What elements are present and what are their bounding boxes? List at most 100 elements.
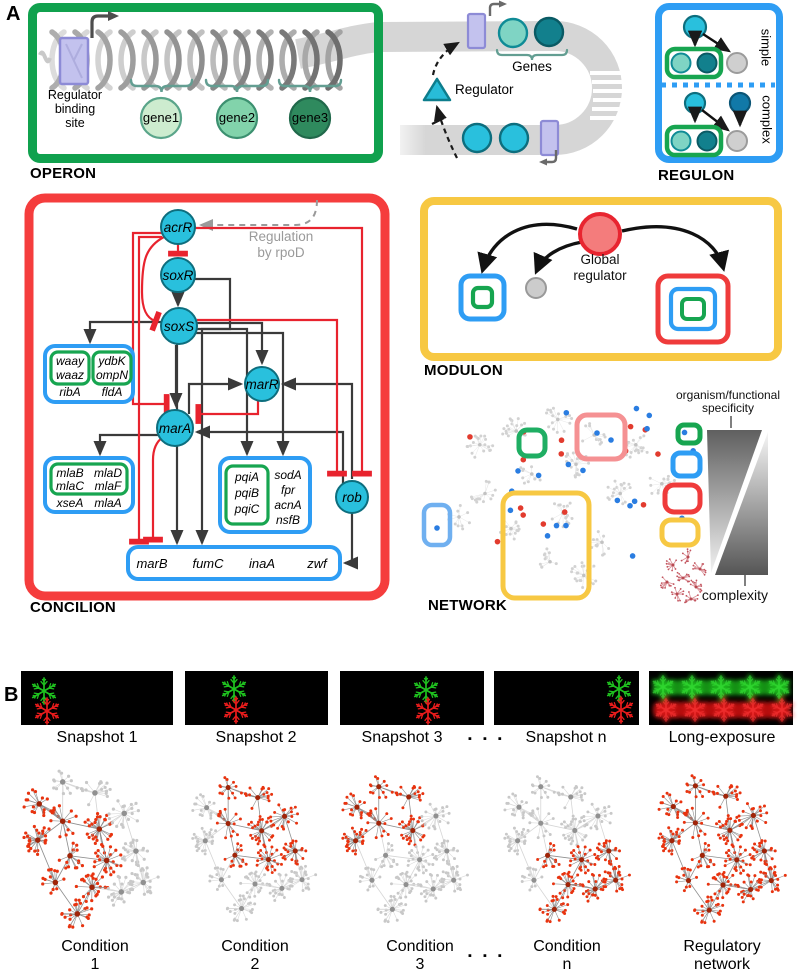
panel-a-letter: A — [6, 3, 21, 25]
gene-mlaA: mlaA — [94, 496, 121, 510]
gene2-label: gene2 — [219, 110, 255, 125]
regulon-regulator-complex-2 — [728, 91, 752, 115]
regulon-simple-label: simple — [758, 28, 774, 67]
modulon-nested-operon — [680, 297, 706, 321]
regulon-box — [655, 3, 783, 163]
node-marA-label: marA — [159, 421, 191, 436]
regulatory-network-graph — [657, 774, 787, 925]
snapshot-3-image — [340, 671, 484, 725]
gene-marB: marB — [136, 556, 167, 571]
snapshot-1-label: Snapshot 1 — [56, 729, 138, 746]
snapshot-n-image — [494, 671, 639, 725]
network-regulon-outline — [421, 502, 453, 548]
regulon-operon-box-complex — [664, 124, 724, 158]
modulon-operon-box — [470, 285, 495, 310]
regulon-gene-light-2 — [670, 130, 692, 152]
chrom-gene-cyan1 — [461, 122, 493, 154]
top-strip-icons: gene1 gene2 gene3 — [58, 0, 775, 166]
regulator-triangle — [422, 77, 452, 102]
gene-braces — [129, 48, 569, 93]
long-exposure-label: Long-exposure — [668, 729, 776, 746]
modulon-border — [420, 197, 782, 361]
gene-ompN: ompN — [96, 368, 128, 382]
rpod-dashed-arrow — [199, 199, 318, 231]
binding-site-mark — [65, 43, 83, 79]
condition-2-graph — [191, 776, 318, 923]
legend-modulon-box — [659, 517, 701, 548]
node-rob — [335, 480, 369, 514]
regulon-operon-box-simple — [664, 46, 724, 80]
legend-bottom-label: complexity — [702, 587, 768, 603]
legend-network-flowers — [659, 548, 707, 604]
node-marR — [244, 366, 280, 402]
band-hatch — [590, 71, 627, 120]
gene-zwf: zwf — [306, 556, 328, 571]
gene-pqiA: pqiA — [234, 470, 259, 484]
concilion-border — [24, 193, 390, 601]
rpod-note-2: by rpoD — [257, 245, 305, 260]
snapshot-ellipsis: ▪ ▪ ▪ — [468, 733, 506, 745]
promoter-arrowhead — [108, 11, 119, 21]
band-fade — [388, 118, 426, 160]
node-soxR-label: soxR — [163, 268, 194, 283]
regulon-internals — [661, 14, 775, 158]
chromosome-promoter-bottom — [547, 150, 558, 164]
node-acrR-label: acrR — [164, 220, 193, 235]
gene-mlaC: mlaC — [56, 479, 84, 493]
legend-top-label-1: organism/functional — [676, 388, 780, 402]
gene-inaA: inaA — [249, 556, 275, 571]
gene-fumC: fumC — [192, 556, 224, 571]
gene2-circle — [215, 96, 259, 140]
regulon-title: REGULON — [658, 167, 735, 184]
modulon-concilion-box — [655, 273, 731, 345]
gene-waay: waay — [56, 354, 85, 368]
snapshot-1-image — [21, 671, 173, 725]
genes-label: Genes — [512, 59, 552, 74]
regulon-complex-label: complex — [759, 95, 775, 144]
gene-sodA: sodA — [274, 468, 301, 482]
promoter-arrow — [90, 14, 108, 38]
gene1-label: gene1 — [143, 110, 179, 125]
regulator-label: Regulator — [455, 82, 514, 97]
gene-xseA: xseA — [56, 496, 84, 510]
regulon-gene-light-1 — [670, 52, 692, 74]
gene-nsfB: nsfB — [276, 513, 300, 527]
regulon-gene-dark-2 — [696, 130, 718, 152]
regulon-gene-dark-1 — [696, 52, 718, 74]
complexity-triangle — [715, 432, 768, 575]
node-soxS — [160, 307, 198, 345]
gene-to-regulator-arrow — [434, 104, 458, 159]
gene-ribA: ribA — [59, 385, 80, 399]
chromosome-promoter-top-head — [499, 0, 507, 8]
chromosome-promoter-top — [488, 2, 499, 16]
snapshot-2-image — [185, 671, 328, 725]
target-gene-boxes: waay waaz ydbK ompN ribA fldA mlaB mlaD … — [43, 344, 342, 581]
gene-fpr: fpr — [281, 483, 296, 497]
node-marA — [156, 409, 194, 447]
modulon-nested-regulon — [668, 286, 718, 332]
node-soxS-label: soxS — [164, 319, 194, 334]
operon-title: OPERON — [30, 165, 97, 182]
legend-top-label-2: specificity — [702, 401, 754, 415]
concilion-panel: Regulation by rpoD — [24, 193, 390, 601]
condition-1-graph — [22, 769, 160, 929]
modulon-title: MODULON — [424, 362, 503, 379]
snapshot-3-label: Snapshot 3 — [361, 729, 443, 746]
network-operon-outline — [516, 427, 548, 459]
gene-pqiC: pqiC — [234, 502, 260, 516]
regulon-gene-gray-1 — [726, 52, 748, 74]
condition-n-graph — [503, 775, 631, 924]
gene-pqiB: pqiB — [234, 486, 259, 500]
gene-waaz: waaz — [56, 368, 84, 382]
global-label-2: regulator — [573, 268, 627, 283]
gene3-label: gene3 — [292, 110, 328, 125]
rpod-note-1: Regulation — [249, 229, 314, 244]
legend: organism/functional specificity complexi… — [659, 388, 780, 604]
chrom-gene-cyan2 — [498, 122, 530, 154]
global-regulator-node — [578, 212, 622, 256]
legend-concilion-box — [662, 482, 703, 515]
chromosome-promoter-bottom-head — [539, 158, 547, 166]
